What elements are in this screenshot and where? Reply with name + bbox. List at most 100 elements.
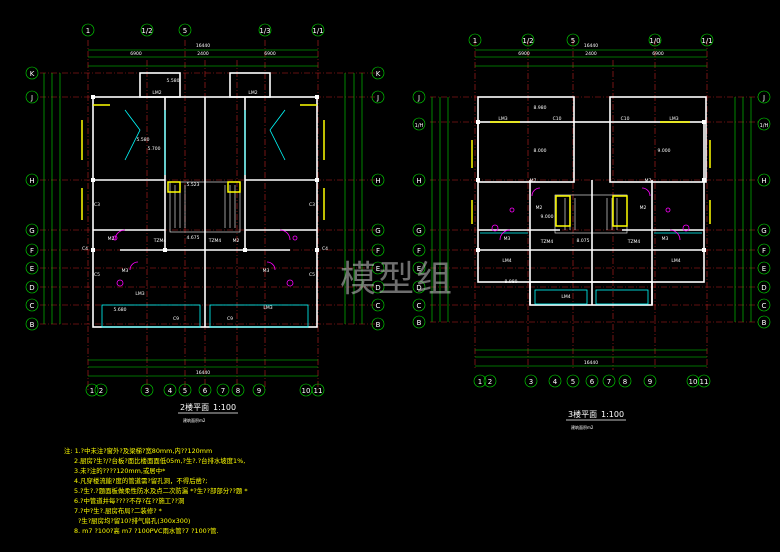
p2-bottom-axis-6: 7 xyxy=(607,378,611,386)
p2-bottom-axis-8: 9 xyxy=(648,378,652,386)
note-line-5: 6.?中管道井每????不存?在??施工??洞 xyxy=(74,497,185,505)
p1-bottom-axis-6: 7 xyxy=(221,387,225,395)
p2-bottom-axis-7: 8 xyxy=(623,378,627,386)
note-line-6: 7.?中?生?.厨房布局?二装修? * xyxy=(74,507,162,515)
p2-side-axis-r6: D xyxy=(761,284,766,292)
note-line-0: 注: 1.?中未注?窗外?及梁梯?宽80mm,内??120mm xyxy=(64,447,213,455)
p2-top-axis-3: 1/0 xyxy=(649,37,660,45)
p1-elev-4: 4.675 xyxy=(187,235,200,241)
p2-bottom-axis-10: 11 xyxy=(700,378,709,386)
p1-tag-11: C9 xyxy=(227,316,233,322)
note-line-2: 3.未?注的????120mm,或居中* xyxy=(74,467,166,475)
p2-elev-4: 8.075 xyxy=(577,238,590,244)
p1-tag-5: C4 xyxy=(322,246,328,252)
p1-side-axis-r0: K xyxy=(376,70,381,78)
p2-title: 3楼平面 xyxy=(568,409,597,419)
design-notes: 注: 1.?中未注?窗外?及梁梯?宽80mm,内??120mm 2.厨房?生?/… xyxy=(64,446,394,536)
p2-elev-0: 8.980 xyxy=(534,105,547,111)
p2-side-axis-0: J xyxy=(417,94,420,102)
note-line-1: 2.厨房?生?/?台板?面比楼面面低05m,?生?.?台排水坡度1%, xyxy=(74,457,246,465)
p1-side-axis-0: K xyxy=(30,70,35,78)
note-line-8: 8. m7 ?100?高 m7 ?100PVC雨水管?7 ?100?管. xyxy=(74,527,219,535)
p1-tag-4: C4 xyxy=(82,246,88,252)
p1-tag-14: M3 xyxy=(122,268,129,274)
p2-scale: 1:100 xyxy=(601,410,624,419)
p2-tag-7: M2 xyxy=(640,205,647,211)
p1-side-axis-6: D xyxy=(29,284,34,292)
p1-bottom-axis-8: 9 xyxy=(257,387,261,395)
p1-tag-0: LM2 xyxy=(152,90,161,96)
p2-sub-dim-1: 2400 xyxy=(585,51,597,57)
p2-side-axis-r1: 1/H xyxy=(760,123,769,129)
p1-tag-6: C5 xyxy=(94,272,100,278)
p2-sub-dim-2: 6900 xyxy=(652,51,664,57)
note-line-7: ?生?厨房均?留10?排气扇孔(300x300) xyxy=(78,517,191,525)
p2-side-axis-1: 1/H xyxy=(415,123,424,129)
p2-side-axis-6: D xyxy=(416,284,421,292)
p2-top-axis-2: 5 xyxy=(571,37,575,45)
p1-top-axis-4: 1/1 xyxy=(312,27,323,35)
p1-side-axis-r3: G xyxy=(375,227,380,235)
p2-overall-dim-b: 16440 xyxy=(584,360,598,366)
p1-bottom-axis-4: 5 xyxy=(183,387,187,395)
p2-bottom-axis-5: 6 xyxy=(590,378,595,386)
p2-bottom-axis-9: 10 xyxy=(689,378,698,386)
p2-elev-5: 8.980 xyxy=(505,279,518,285)
p1-side-axis-r8: B xyxy=(376,321,381,329)
p1-side-axis-2: H xyxy=(29,177,34,185)
p2-tag-13: TZM4 xyxy=(540,239,554,245)
p2-elev-3: 9.000 xyxy=(541,214,554,220)
p2-tag-0: LM3 xyxy=(498,116,507,122)
p2-sub-dim-0: 6900 xyxy=(518,51,530,57)
p2-top-axis-4: 1/1 xyxy=(701,37,712,45)
p2-tag-12: LM4 xyxy=(561,294,570,300)
p1-scale: 1:100 xyxy=(213,403,236,412)
p1-side-axis-1: J xyxy=(30,94,33,102)
p1-side-axis-r6: D xyxy=(375,284,380,292)
p1-top-axis-0: 1 xyxy=(86,27,90,35)
p1-elev-5: 5.680 xyxy=(114,307,127,313)
p2-top-axis-0: 1 xyxy=(473,37,477,45)
note-line-4: 5.?生?.?题面板做柔性防水及点二次防漏 *?生??部部分??题 * xyxy=(74,487,248,495)
p2-tag-3: C10 xyxy=(621,116,630,122)
p2-bottom-axis-3: 4 xyxy=(553,378,558,386)
p2-overall-dim: 16440 xyxy=(584,43,598,49)
p1-side-axis-r4: F xyxy=(376,247,380,255)
p2-top-axis-1: 1/2 xyxy=(522,37,533,45)
p1-tag-7: C5 xyxy=(309,272,315,278)
p2-bottom-axis-1: 2 xyxy=(488,378,492,386)
p2-elev-1: 8.000 xyxy=(534,148,547,154)
p1-side-axis-r1: J xyxy=(376,94,379,102)
p1-top-axis-3: 1/3 xyxy=(259,27,270,35)
p1-side-axis-5: E xyxy=(30,265,34,273)
p1-elev-3: 5.523 xyxy=(187,182,200,188)
p1-elev-0: 5.580 xyxy=(167,78,180,84)
p1-bottom-axis-7: 8 xyxy=(236,387,240,395)
p2-side-axis-3: G xyxy=(416,227,421,235)
p1-tag-9: LM3 xyxy=(263,305,272,311)
p1-side-axis-3: G xyxy=(29,227,34,235)
p1-title: 2楼平面 xyxy=(180,402,209,412)
p1-side-axis-r7: C xyxy=(376,302,381,310)
p2-tag-9: M3 xyxy=(662,236,669,242)
p2-side-axis-r4: F xyxy=(762,247,766,255)
p1-side-axis-4: F xyxy=(30,247,34,255)
p2-tag-11: LM4 xyxy=(671,258,680,264)
note-line-3: 4.凡穿楼流能?度的管道需?留孔洞，不得后凿?; xyxy=(74,477,208,485)
p1-bottom-axis-9: 10 xyxy=(302,387,311,395)
p1-overall-dim-b: 16440 xyxy=(196,370,210,376)
p2-side-axis-r8: B xyxy=(762,319,767,327)
p1-bottom-axis-0: 1 xyxy=(90,387,94,395)
p1-bottom-axis-10: 11 xyxy=(314,387,323,395)
p1-bottom-axis-3: 4 xyxy=(168,387,173,395)
p2-tag-14: TZM4 xyxy=(627,239,641,245)
p2-tag-2: LM3 xyxy=(669,116,678,122)
p1-top-axis-2: 5 xyxy=(183,27,187,35)
p1-bottom-axis-5: 6 xyxy=(203,387,208,395)
p1-side-axis-8: B xyxy=(30,321,35,329)
p2-tag-8: M3 xyxy=(504,236,511,242)
p1-side-axis-r2: H xyxy=(375,177,380,185)
p1-side-axis-r5: E xyxy=(376,265,380,273)
